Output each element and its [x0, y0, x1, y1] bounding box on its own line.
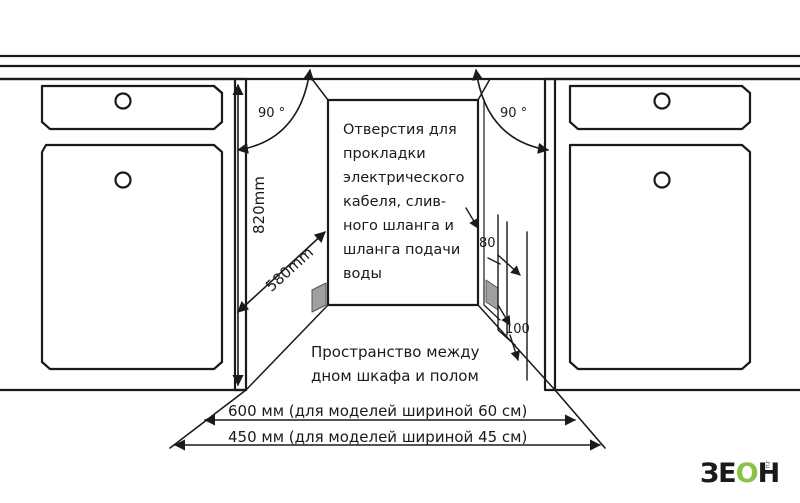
holes-note: Отверстия для прокладки электрического к…: [343, 118, 465, 286]
hole-100-label: 100: [505, 322, 530, 337]
left-hole: [311, 282, 327, 313]
logo-letter-o: О: [735, 458, 759, 489]
hole-80-pointer: [465, 207, 479, 229]
right-door-knob: [653, 171, 671, 189]
height-label: 820mm: [250, 176, 268, 234]
right-cabinet: [543, 77, 800, 392]
depth-dimension-line: [237, 231, 326, 313]
holes-note-line: воды: [343, 266, 382, 282]
right-drawer-knob: [653, 92, 671, 110]
floor-gap-note: Пространство между дном шкафа и полом: [311, 340, 480, 388]
left-cabinet: [0, 77, 248, 392]
holes-note-line: Отверстия для: [343, 122, 457, 138]
width-60-label: 600 мм (для моделей шириной 60 см): [228, 402, 528, 420]
left-door-knob: [114, 171, 132, 189]
logo-domain: .ru: [764, 460, 771, 469]
hole-80-label: 80: [479, 236, 496, 251]
left-drawer-knob: [114, 92, 132, 110]
left-angle-arc: [236, 68, 315, 154]
countertop: [0, 54, 800, 81]
left-angle-label: 90 °: [258, 106, 286, 121]
right-angle-arc: [471, 68, 550, 154]
floor-gap-line: дном шкафа и полом: [311, 367, 479, 385]
floor-gap-line: Пространство между: [311, 343, 480, 361]
holes-note-line: кабеля, слив-: [343, 194, 447, 210]
right-angle-label: 90 °: [500, 106, 528, 121]
logo-text-start: ЗЕ: [700, 458, 737, 489]
logo-text-end: Н: [757, 458, 781, 489]
hole-100-pointer: [497, 304, 511, 326]
holes-note-line: прокладки: [343, 146, 426, 162]
holes-note-line: электрического: [343, 170, 465, 186]
holes-note-line: шланга подачи: [343, 242, 461, 258]
zeon-logo: ЗЕОН: [700, 458, 780, 489]
holes-note-line: ного шланга и: [343, 218, 454, 234]
width-45-label: 450 мм (для моделей шириной 45 см): [228, 428, 528, 446]
right-hole: [485, 279, 499, 311]
